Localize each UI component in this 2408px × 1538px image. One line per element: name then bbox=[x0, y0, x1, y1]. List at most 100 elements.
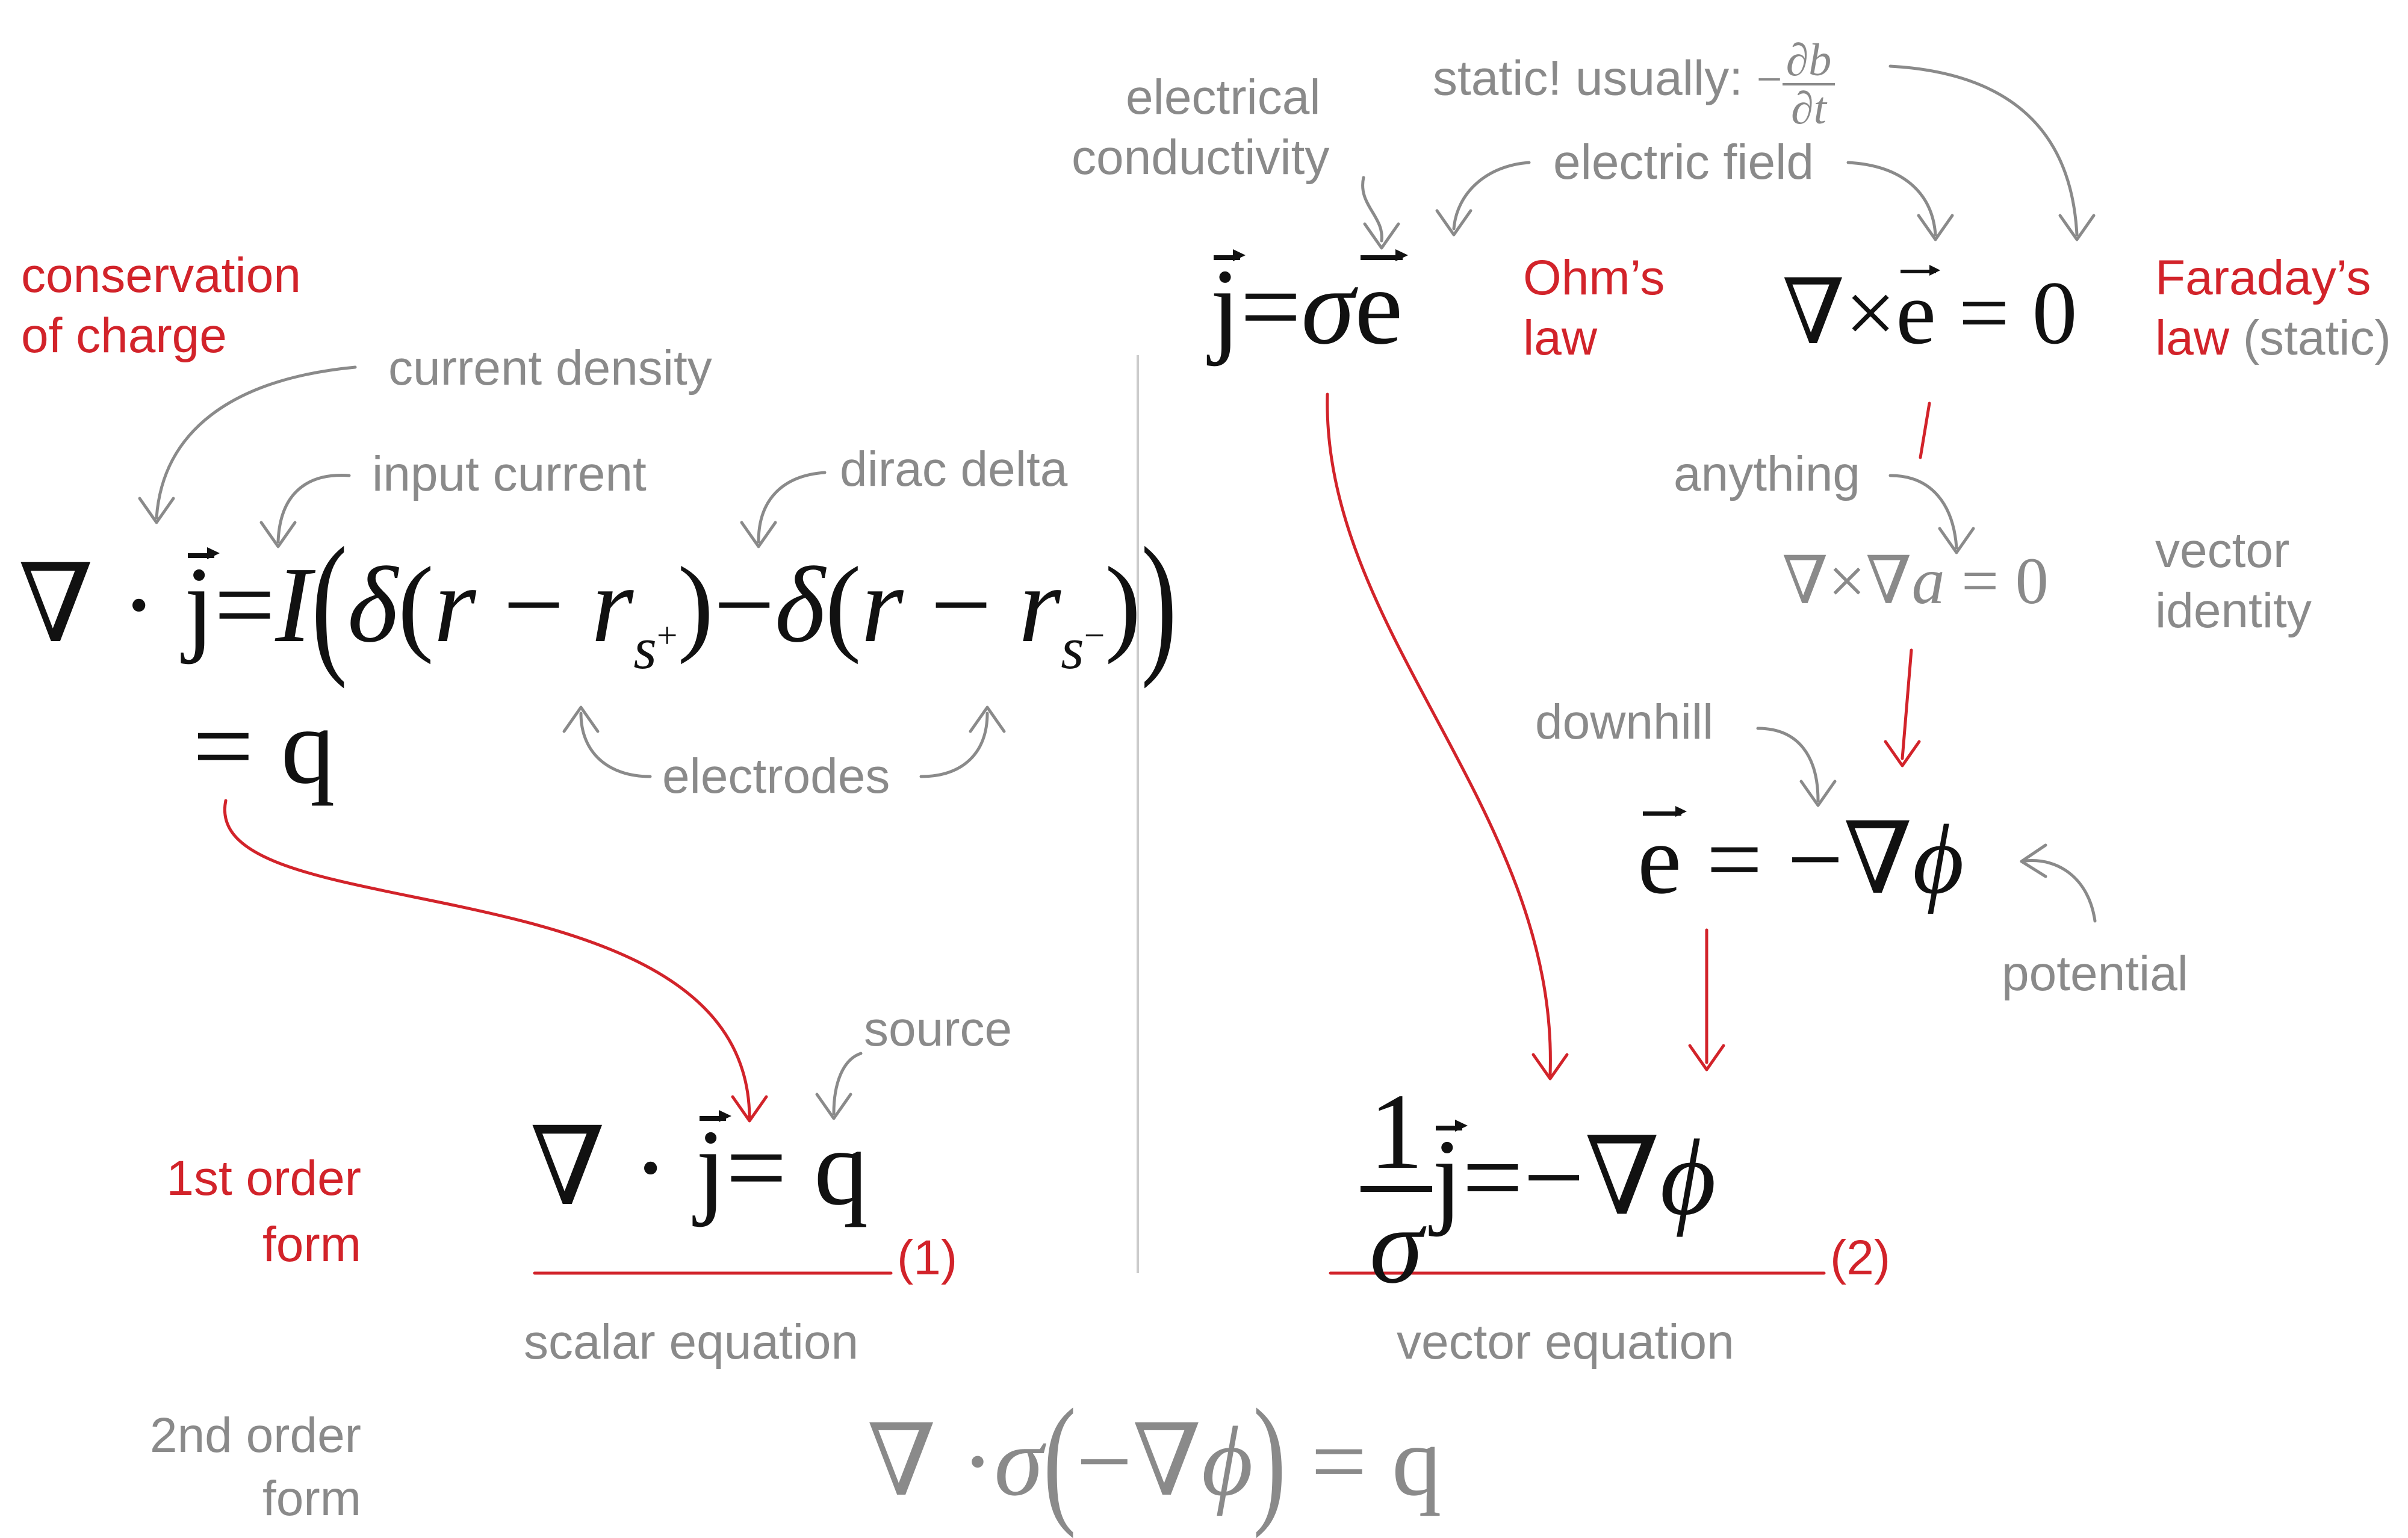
r-source-plus: r bbox=[591, 545, 634, 665]
cross-operator: × bbox=[1828, 544, 1866, 618]
paren-open-1: ( bbox=[397, 545, 434, 665]
nabla-symbol: ∇ bbox=[1782, 263, 1845, 363]
dot-operator: · bbox=[632, 1108, 669, 1227]
ohms-law-label-line1: Ohm’s bbox=[1523, 250, 1665, 305]
nabla-symbol: ∇ bbox=[1584, 1117, 1660, 1238]
second-order-label-line1: 2nd order bbox=[149, 1408, 361, 1463]
current-density-vector: j bbox=[1432, 1117, 1468, 1238]
r-symbol-1: r bbox=[433, 545, 476, 665]
arrow-potential bbox=[2024, 859, 2097, 923]
nabla-symbol: ∇ bbox=[1865, 544, 1912, 618]
q-symbol: q bbox=[814, 1108, 869, 1227]
arrow-source bbox=[832, 1052, 863, 1115]
faraday-label-line1: Faraday’s bbox=[2155, 250, 2371, 305]
nabla-symbol: ∇ bbox=[1782, 544, 1828, 618]
arrow-current-density-head bbox=[138, 497, 175, 524]
subscript-s-minus: s− bbox=[1061, 615, 1105, 681]
second-order-label-line2: form bbox=[262, 1471, 361, 1526]
sigma-symbol: σ bbox=[994, 1406, 1043, 1516]
ohms-law-equation: j=σe bbox=[1210, 247, 1409, 367]
current-density-vector: j bbox=[1210, 247, 1246, 367]
gradient-equation: e = −∇ϕ bbox=[1637, 804, 1964, 914]
left-big-paren: ( bbox=[311, 515, 348, 689]
arrow-electrodes-left bbox=[579, 712, 652, 778]
downhill-label: downhill bbox=[1535, 695, 1714, 749]
current-density-vector: j bbox=[184, 545, 220, 665]
current-density-label: current density bbox=[388, 341, 712, 395]
minus-sign: − bbox=[1787, 804, 1843, 914]
arrow-electric-field-right-head bbox=[1917, 214, 1954, 241]
conservation-label-line2: of charge bbox=[21, 308, 227, 363]
r-symbol-2: r bbox=[861, 545, 904, 665]
phi-symbol: ϕ bbox=[1913, 804, 1964, 914]
right-big-paren: ) bbox=[1141, 515, 1178, 689]
first-order-label-line2: form bbox=[262, 1217, 361, 1272]
equation-number-1: (1) bbox=[897, 1230, 958, 1285]
q-symbol: q bbox=[1391, 1406, 1442, 1516]
arrow-gradient-to-vector-head bbox=[1688, 1044, 1725, 1071]
arrow-input-current bbox=[276, 474, 351, 544]
arrow-anything bbox=[1888, 474, 1958, 550]
minus-sign-2: − bbox=[930, 545, 992, 665]
arrow-input-current-head bbox=[259, 521, 297, 548]
equals-q-line: = q bbox=[193, 692, 335, 801]
zero-value: 0 bbox=[2015, 544, 2049, 618]
conservation-equation: ∇ · j=I(δ(r − rs+)−δ(r − rs−)) bbox=[18, 524, 1177, 681]
equals-sign: = bbox=[1961, 544, 1999, 618]
scalar-equation-label: scalar equation bbox=[524, 1315, 859, 1369]
electrodes-label: electrodes bbox=[662, 749, 890, 804]
paren-close-1: ) bbox=[677, 545, 714, 665]
arrow-ohm-to-vector-head bbox=[1531, 1053, 1569, 1081]
arrow-q-to-first-order bbox=[223, 799, 751, 1118]
arrow-source-head bbox=[815, 1093, 852, 1120]
nabla-symbol: ∇ bbox=[867, 1406, 937, 1516]
left-paren: ( bbox=[1043, 1379, 1076, 1538]
arrow-downhill-head bbox=[1799, 780, 1837, 807]
vector-identity-label-line1: vector bbox=[2155, 523, 2290, 578]
static-usually-label: static! usually: −∂b∂t bbox=[1433, 37, 1835, 131]
arrow-static bbox=[1888, 64, 2079, 237]
arrow-anything-head bbox=[1938, 527, 1975, 554]
faraday-equation: ∇×e = 0 bbox=[1782, 263, 2078, 363]
electric-field-vector: e bbox=[1896, 263, 1940, 363]
equals-sign: = bbox=[1462, 1117, 1524, 1238]
right-paren: ) bbox=[1253, 1379, 1286, 1538]
equals-sign: = bbox=[1958, 263, 2010, 363]
arrow-downhill bbox=[1756, 727, 1820, 802]
input-current-symbol: I bbox=[275, 545, 312, 665]
arrow-dirac-delta-head bbox=[740, 521, 777, 548]
equals-sign: = bbox=[1311, 1406, 1367, 1516]
first-order-label-line1: 1st order bbox=[166, 1151, 361, 1206]
electric-field-vector: e bbox=[1637, 804, 1687, 914]
cross-operator: × bbox=[1845, 263, 1896, 363]
nabla-symbol: ∇ bbox=[18, 545, 94, 665]
phi-symbol: ϕ bbox=[1202, 1406, 1253, 1516]
faraday-label-line2: law (static) bbox=[2155, 311, 2391, 365]
arrow-potential-head bbox=[2020, 843, 2047, 878]
vector-identity-label-line2: identity bbox=[2155, 583, 2312, 638]
equals-sign: = bbox=[725, 1108, 787, 1227]
vector-identity-equation: ∇×∇a = 0 bbox=[1782, 548, 2049, 614]
equals-sign: = bbox=[1240, 247, 1302, 367]
arrow-conductivity-head bbox=[1363, 222, 1400, 250]
electrical-conductivity-line1: electrical bbox=[1126, 70, 1321, 125]
delta-symbol-1: δ bbox=[347, 545, 398, 665]
nabla-symbol-2: ∇ bbox=[1132, 1406, 1202, 1516]
input-current-label: input current bbox=[372, 447, 647, 501]
source-label: source bbox=[864, 1002, 1013, 1056]
minus-sign-1: − bbox=[503, 545, 565, 665]
ohms-law-label-line2: law bbox=[1523, 311, 1598, 365]
arrow-electric-field-left-head bbox=[1435, 209, 1472, 237]
arrow-ohm-to-vector bbox=[1326, 392, 1552, 1076]
equals-sign: = bbox=[1706, 804, 1763, 914]
arrow-static-head bbox=[2058, 214, 2096, 241]
arrow-faraday-to-identity bbox=[1919, 402, 1931, 459]
minus-sign: − bbox=[1523, 1117, 1584, 1238]
vector-equation-label: vector equation bbox=[1397, 1315, 1734, 1369]
static-derivative: −∂b∂t bbox=[1757, 37, 1835, 131]
sigma-symbol: σ bbox=[1301, 247, 1355, 367]
minus-sign-mid: − bbox=[713, 545, 775, 665]
